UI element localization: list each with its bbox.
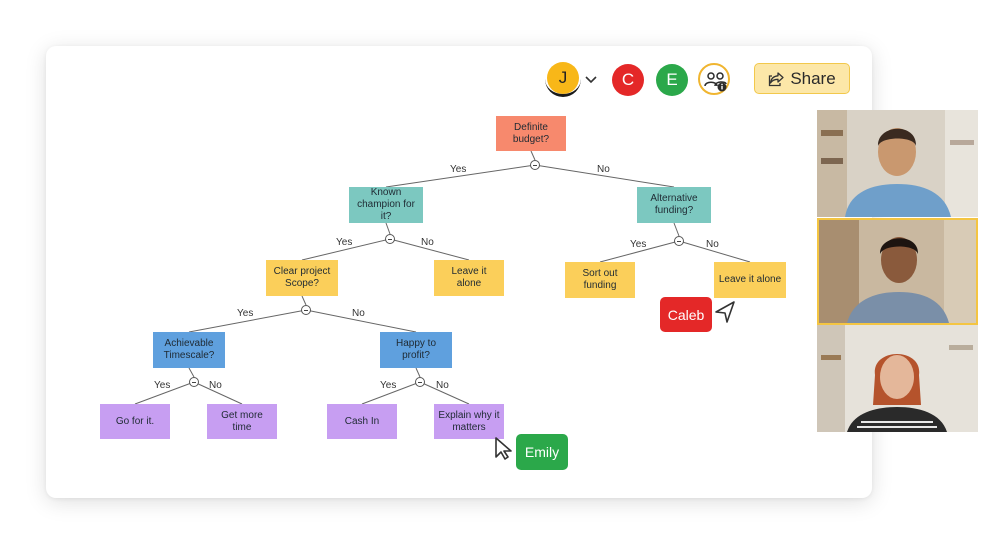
chevron-down-icon[interactable] [584,72,598,86]
edge-stem [415,367,421,378]
cursor-label-caleb: Caleb [660,297,712,332]
edge-line [599,240,680,263]
edge-label-no: No [436,380,449,391]
video-tile-1[interactable] [817,110,978,217]
collapse-toggle-icon[interactable] [674,236,684,246]
share-icon [769,71,784,86]
node-achievable-timescale[interactable]: Achievable Timescale? [153,332,225,368]
edge-line [134,381,195,405]
participant-video-2 [819,220,976,323]
cursor-arrow-icon [715,301,735,323]
participant-video-1 [817,110,978,217]
share-button[interactable]: Share [754,63,850,94]
people-info-button[interactable] [698,63,730,95]
collaborator-avatar-e[interactable]: E [656,64,688,96]
edge-stem [673,222,680,237]
edge-line [385,164,536,188]
node-definite-budget[interactable]: Definite budget? [496,116,566,151]
edge-stem [301,295,307,306]
edge-label-no: No [421,237,434,248]
people-info-icon [704,72,727,92]
node-alternative-funding[interactable]: Alternative funding? [637,187,711,223]
node-sort-out-funding[interactable]: Sort out funding [565,262,635,298]
edge-label-no: No [209,380,222,391]
video-tile-3[interactable] [817,325,978,432]
participant-video-3 [817,325,978,432]
video-tile-2[interactable] [817,218,978,325]
node-leave-it-alone-2[interactable]: Leave it alone [714,262,786,298]
edge-line [534,164,675,188]
edge-label-no: No [597,164,610,175]
node-go-for-it[interactable]: Go for it. [100,404,170,439]
edge-label-yes: Yes [336,237,353,248]
node-leave-it-alone-1[interactable]: Leave it alone [434,260,504,296]
active-user-ring [545,79,581,97]
edge-label-no: No [352,308,365,319]
edge-line [305,309,417,333]
node-known-champion[interactable]: Known champion for it? [349,187,423,223]
edge-line [188,309,307,333]
edge-line [193,381,243,405]
collapse-toggle-icon[interactable] [189,377,199,387]
collapse-toggle-icon[interactable] [530,160,540,170]
edge-label-no: No [706,239,719,250]
node-happy-to-profit[interactable]: Happy to profit? [380,332,452,368]
edge-line [361,381,421,405]
node-get-more-time[interactable]: Get more time [207,404,277,439]
collapse-toggle-icon[interactable] [415,377,425,387]
collaborator-avatar-c[interactable]: C [612,64,644,96]
cursor-label-emily: Emily [516,434,568,470]
collapse-toggle-icon[interactable] [385,234,395,244]
edge-label-yes: Yes [450,164,467,175]
edge-stem [530,150,536,161]
collapse-toggle-icon[interactable] [301,305,311,315]
cursor-arrow-icon [495,437,512,460]
edge-label-yes: Yes [237,308,254,319]
edge-line [389,238,470,261]
edge-line [678,240,751,263]
edge-label-yes: Yes [380,380,397,391]
share-label: Share [790,68,836,88]
node-explain-why-it-matters[interactable]: Explain why it matters [434,404,504,439]
edge-line [301,238,391,261]
edge-line [419,381,470,405]
node-clear-project-scope[interactable]: Clear project Scope? [266,260,338,296]
edge-stem [385,222,391,235]
edge-label-yes: Yes [154,380,171,391]
edge-stem [188,367,195,378]
node-cash-in[interactable]: Cash In [327,404,397,439]
edge-label-yes: Yes [630,239,647,250]
